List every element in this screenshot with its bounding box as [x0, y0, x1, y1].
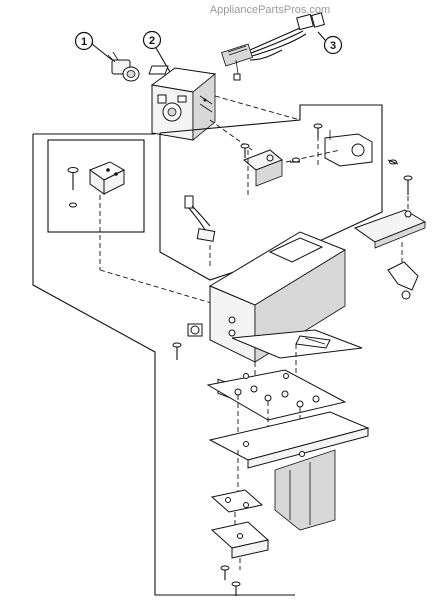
screw-panel[interactable] [403, 175, 413, 195]
watermark: AppliancePartsPros.com [210, 4, 330, 16]
base-bracket[interactable] [210, 521, 270, 559]
screw-bottom-2[interactable] [231, 581, 241, 596]
callout-1[interactable]: 1 [74, 31, 113, 61]
base-frame[interactable] [208, 411, 370, 531]
lower-bracket[interactable] [210, 489, 264, 513]
screw-upper-3[interactable] [290, 157, 300, 163]
main-assembly-outline [32, 134, 295, 596]
wire-jumper[interactable] [184, 195, 216, 242]
screw-right[interactable] [387, 159, 399, 165]
bracket-region-outline [159, 104, 383, 281]
screw-left[interactable] [172, 342, 182, 360]
callout-3-label: 3 [330, 40, 336, 52]
retaining-clip[interactable] [387, 261, 419, 300]
knob-assembly[interactable] [187, 323, 203, 337]
switch-knob-part[interactable] [107, 51, 140, 82]
screw-upper-2[interactable] [240, 143, 250, 158]
callout-1-label: 1 [81, 36, 87, 48]
inset-box [47, 139, 145, 233]
screw-bottom-1[interactable] [220, 565, 230, 580]
screw-upper-1[interactable] [313, 123, 323, 138]
inset-bracket[interactable] [88, 161, 126, 195]
side-panel[interactable] [353, 209, 427, 249]
callout-3[interactable]: 3 [317, 31, 343, 55]
inset-screw[interactable] [67, 167, 79, 208]
callout-2-label: 2 [149, 35, 155, 47]
upper-plate[interactable] [231, 329, 363, 359]
hardware-nuts [243, 373, 305, 457]
mounting-plate[interactable] [206, 369, 347, 421]
mounting-bracket[interactable] [243, 130, 373, 187]
timer-part[interactable] [148, 65, 217, 141]
wire-harness-part[interactable] [221, 12, 325, 81]
